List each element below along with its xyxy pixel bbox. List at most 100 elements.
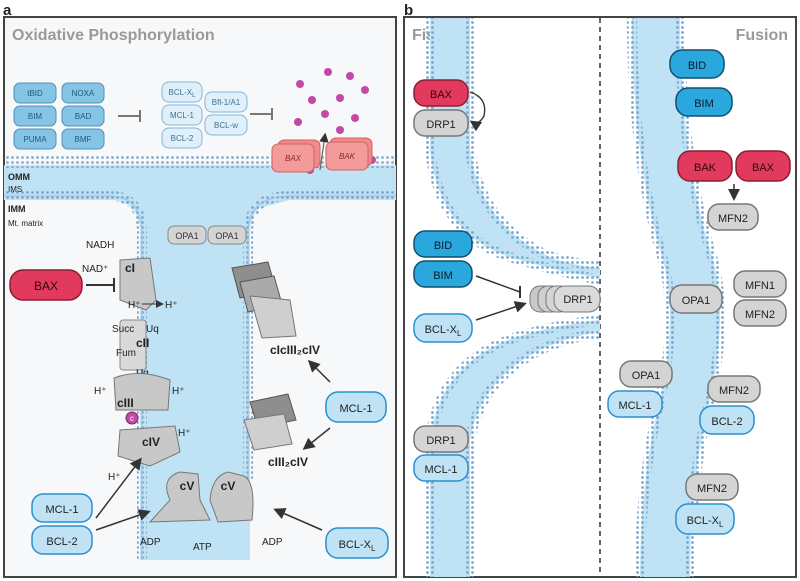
- fusion-mfn1-label: MFN1: [745, 280, 775, 292]
- bax-regulator-label: BAX: [34, 279, 58, 293]
- fusion-bcl2: [699, 405, 755, 435]
- anti-bfl1: Bfl-1/A1: [212, 98, 241, 107]
- h-label-2: H⁺: [165, 300, 178, 311]
- fission-drp1-bottom-label: DRP1: [426, 435, 455, 447]
- fusion-mfn2-mid-label: MFN2: [745, 309, 775, 321]
- supercomplex-1-label: cIcIII₂cIV: [270, 343, 320, 357]
- pore-bak: BAK: [339, 152, 356, 161]
- complex-i: [119, 257, 157, 311]
- fission-bim-label: BIM: [433, 270, 453, 282]
- fusion-opa1-mid: [669, 284, 723, 314]
- pore-bax: BAX: [285, 154, 302, 163]
- complex-ii-label: cII: [136, 336, 149, 350]
- fission-mcl1-label: MCL-1: [424, 464, 457, 476]
- fusion-mfn2-mid: [733, 299, 787, 327]
- complex-v-right: [209, 471, 254, 523]
- fusion-bax: [735, 150, 791, 182]
- mcl1-right-regulator: [325, 391, 387, 423]
- bh3-bim: BIM: [28, 112, 43, 121]
- fusion-opa1-low: [619, 360, 673, 388]
- nadh-label: NADH: [86, 240, 114, 251]
- atp-label: ATP: [193, 542, 212, 553]
- supercomplex-2-label: cIII₂cIV: [268, 455, 308, 469]
- bclx-regulator: [325, 527, 389, 559]
- bax-bak-pore: BAX BAK: [271, 137, 373, 173]
- opa1-left: OPA1: [175, 231, 198, 241]
- antiapoptotic-group: BCL-XL Bfl-1/A1 MCL-1 BCL-w BCL-2: [161, 81, 248, 149]
- supercomplex-1: [231, 261, 297, 339]
- anti-mcl1: MCL-1: [170, 111, 195, 120]
- fusion-bak: [677, 150, 733, 182]
- drp1-ring-label: DRP1: [563, 294, 592, 306]
- matrix-label: Mt. matrix: [8, 219, 43, 228]
- opa1-right: OPA1: [215, 231, 238, 241]
- anti-bclw: BCL-w: [214, 121, 238, 130]
- fission-bclx: [413, 313, 473, 343]
- complex-iv: [117, 425, 181, 467]
- complex-iii-label: cIII: [117, 396, 134, 410]
- h-label-4: H⁺: [172, 386, 185, 397]
- fusion-bak-label: BAK: [694, 162, 717, 174]
- fission-bax: [413, 79, 469, 107]
- fusion-bim-label: BIM: [694, 98, 714, 110]
- bh3-puma: PUMA: [23, 135, 47, 144]
- fusion-bclx: [675, 503, 735, 535]
- fission-drp1-bottom: [413, 425, 469, 453]
- mcl1-left-label: MCL-1: [45, 504, 78, 516]
- imm-label: IMM: [8, 204, 26, 214]
- fission-drp1-top-label: DRP1: [426, 119, 455, 131]
- bh3-bmf: BMF: [75, 135, 92, 144]
- panel-a-title: Oxidative Phosphorylation: [12, 27, 215, 44]
- bax-regulator: [9, 269, 83, 301]
- fission-bim: [413, 260, 473, 288]
- drp1-ring: DRP1: [529, 285, 601, 313]
- bclx-label: BCL-XL: [339, 539, 376, 553]
- supercomplex-2: [243, 393, 297, 451]
- fusion-bclx-label: BCL-XL: [687, 515, 724, 529]
- fusion-mfn2-top-label: MFN2: [718, 213, 748, 225]
- uq-label-1: Uq: [146, 324, 159, 335]
- anti-bclx: BCL-XL: [169, 88, 197, 99]
- opa1-pair: OPA1 OPA1: [167, 225, 247, 245]
- mcl1-right-label: MCL-1: [339, 403, 372, 415]
- fission-mcl1: [413, 454, 469, 482]
- omm-label: OMM: [8, 172, 30, 182]
- h-label-5: H⁺: [178, 428, 191, 439]
- fission-bclx-label: BCL-XL: [425, 324, 462, 338]
- fusion-bid: [669, 49, 725, 79]
- cytochrome-c-label: c: [130, 414, 134, 423]
- bcl2-regulator: [31, 525, 93, 555]
- anti-bcl2: BCL-2: [171, 134, 194, 143]
- fission-bid: [413, 230, 473, 258]
- fusion-opa1-mid-label: OPA1: [682, 295, 711, 307]
- fission-bid-label: BID: [434, 240, 452, 252]
- fusion-mfn2-low-label: MFN2: [719, 385, 749, 397]
- panel-b-letter: b: [404, 2, 413, 19]
- complex-v-right-label: cV: [221, 479, 236, 493]
- complex-ii: [119, 319, 147, 371]
- bcl2-label: BCL-2: [46, 536, 77, 548]
- h-label-1: H⁺: [128, 300, 141, 311]
- complex-v-left-label: cV: [180, 479, 195, 493]
- complex-iv-label: cIV: [142, 435, 160, 449]
- complex-iii: [113, 373, 171, 411]
- fusion-opa1-low-label: OPA1: [632, 370, 661, 382]
- ims-label: IMS: [8, 185, 22, 194]
- fusion-bid-label: BID: [688, 60, 706, 72]
- panel-a-letter: a: [3, 2, 12, 19]
- fission-drp1-top: [413, 109, 469, 137]
- fusion-mfn2-low: [707, 375, 761, 403]
- h-label-6: H⁺: [108, 472, 121, 483]
- fusion-mcl1-label: MCL-1: [618, 400, 651, 412]
- mcl1-left-regulator: [31, 493, 93, 523]
- fission-membranes: [425, 18, 601, 577]
- fusion-bim: [675, 87, 733, 117]
- fusion-bax-label: BAX: [752, 162, 775, 174]
- bh3-tbid: tBID: [27, 89, 43, 98]
- adp-left: ADP: [140, 537, 161, 548]
- complex-i-label: cI: [125, 261, 135, 275]
- fusion-mfn2-top: [707, 203, 759, 231]
- bh3-noxa: NOXA: [72, 89, 95, 98]
- adp-right: ADP: [262, 537, 283, 548]
